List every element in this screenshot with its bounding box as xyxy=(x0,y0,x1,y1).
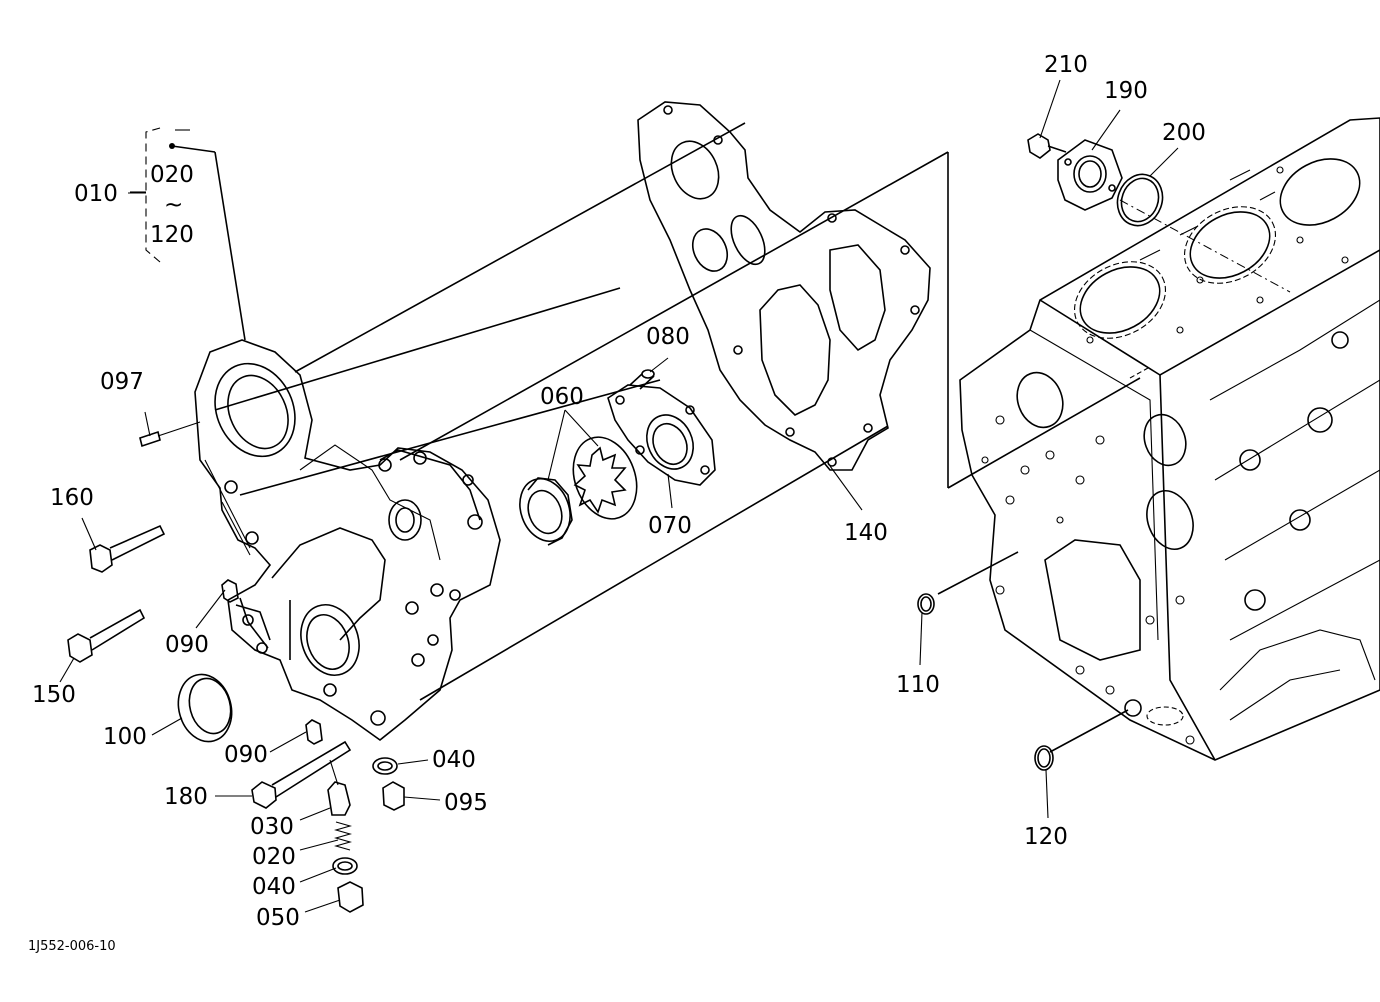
callout-040-upper: 040 xyxy=(432,747,476,773)
cylinder-block xyxy=(959,117,1380,761)
oil-pump-cover xyxy=(607,384,716,486)
callout-020: 020 xyxy=(252,844,296,870)
screw-080 xyxy=(629,369,655,390)
callout-140: 140 xyxy=(844,520,888,546)
callout-110: 110 xyxy=(896,672,940,698)
alignment-lines xyxy=(204,122,1291,753)
callout-200: 200 xyxy=(1162,120,1206,146)
callout-040-lower: 040 xyxy=(252,874,296,900)
callout-210: 210 xyxy=(1044,52,1088,78)
group-range-from: 020 xyxy=(150,162,194,188)
callout-097: 097 xyxy=(100,369,144,395)
callout-060: 060 xyxy=(540,384,584,410)
callout-010: 010 xyxy=(74,181,118,207)
callout-100: 100 xyxy=(103,724,147,750)
gear-case-gasket xyxy=(637,101,931,471)
assembly-group-labels: 010 020 ~ 120 xyxy=(74,162,194,248)
part-callouts: 097 160 150 090 100 090 180 030 020 040 … xyxy=(32,52,1206,931)
callout-030: 030 xyxy=(250,814,294,840)
assembly-bracket xyxy=(128,127,246,341)
side-cover-assembly xyxy=(1027,133,1164,227)
callout-150: 150 xyxy=(32,682,76,708)
callout-080: 080 xyxy=(646,324,690,350)
figure-reference-code: 1J552-006-10 xyxy=(28,939,116,954)
callout-095: 095 xyxy=(444,790,488,816)
o-rings xyxy=(917,593,1054,771)
callout-160: 160 xyxy=(50,485,94,511)
callout-120: 120 xyxy=(1024,824,1068,850)
callout-190: 190 xyxy=(1104,78,1148,104)
group-range-mark: ~ xyxy=(164,192,183,218)
group-range-to: 120 xyxy=(150,222,194,248)
fasteners xyxy=(67,421,405,913)
callout-090-upper: 090 xyxy=(165,632,209,658)
callout-050: 050 xyxy=(256,905,300,931)
leader-lines xyxy=(59,79,1179,913)
callout-070: 070 xyxy=(648,513,692,539)
gear-case-housing xyxy=(194,339,501,742)
oil-pump-rotor xyxy=(519,436,638,546)
callout-090-lower: 090 xyxy=(224,742,268,768)
callout-180: 180 xyxy=(164,784,208,810)
